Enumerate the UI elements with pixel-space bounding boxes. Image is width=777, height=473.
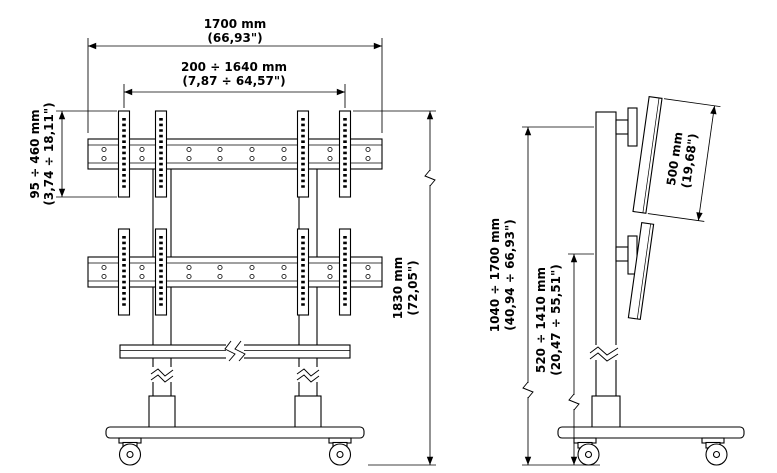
lower-range-mm-label: 520 ÷ 1410 mm: [534, 267, 548, 373]
break-marks-front: [150, 340, 320, 383]
dim-upper-mount-range: 1040 ÷ 1700 mm (40,94 ÷ 66,93"): [488, 126, 600, 466]
caster-side-front: [573, 437, 600, 466]
upper-range-in-label: (40,94 ÷ 66,93"): [503, 219, 517, 331]
base-front: [105, 426, 365, 466]
dim-lower-mount-range: 520 ÷ 1410 mm (20,47 ÷ 55,51"): [534, 253, 594, 465]
caster-side-rear: [701, 437, 728, 466]
caster-front-left: [118, 437, 142, 466]
upper-display-panel: 500 mm (19,68"): [632, 95, 721, 222]
dim-total-width: 1700 mm (66,93"): [87, 17, 383, 133]
lower-bracket: [615, 235, 638, 275]
column-side: [591, 111, 621, 429]
lower-display-panel: [627, 222, 655, 320]
mount-width-in-label: (7,87 ÷ 64,57"): [182, 74, 285, 88]
mount-rail-top: [88, 111, 382, 197]
front-view: 1700 mm (66,93") 200 ÷ 1640 mm (7,87 ÷ 6…: [28, 17, 437, 466]
total-width-in-label: (66,93"): [207, 31, 262, 45]
upper-bracket: [615, 107, 638, 147]
upper-range-mm-label: 1040 ÷ 1700 mm: [488, 218, 502, 332]
mount-width-mm-label: 200 ÷ 1640 mm: [181, 60, 287, 74]
break-marks-side: [589, 345, 624, 362]
dim-total-height: 1830 mm (72,05"): [353, 110, 437, 466]
dim-mount-width-range: 200 ÷ 1640 mm (7,87 ÷ 64,57"): [123, 60, 346, 108]
base-side: [557, 426, 745, 466]
vesa-range-in-label: (3,74 ÷ 18,11"): [42, 102, 56, 205]
total-width-mm-label: 1700 mm: [204, 17, 267, 31]
dim-vesa-height-range: 95 ÷ 460 mm (3,74 ÷ 18,11"): [28, 102, 117, 206]
vesa-range-mm-label: 95 ÷ 460 mm: [28, 109, 42, 198]
columns-front: [148, 149, 322, 429]
mount-rail-bottom: [88, 229, 382, 315]
total-height-mm-label: 1830 mm: [391, 257, 405, 320]
side-view: 500 mm (19,68") 1040: [488, 95, 745, 466]
total-height-in-label: (72,05"): [406, 260, 420, 315]
caster-front-right: [328, 437, 352, 466]
lower-range-in-label: (20,47 ÷ 55,51"): [549, 264, 563, 376]
